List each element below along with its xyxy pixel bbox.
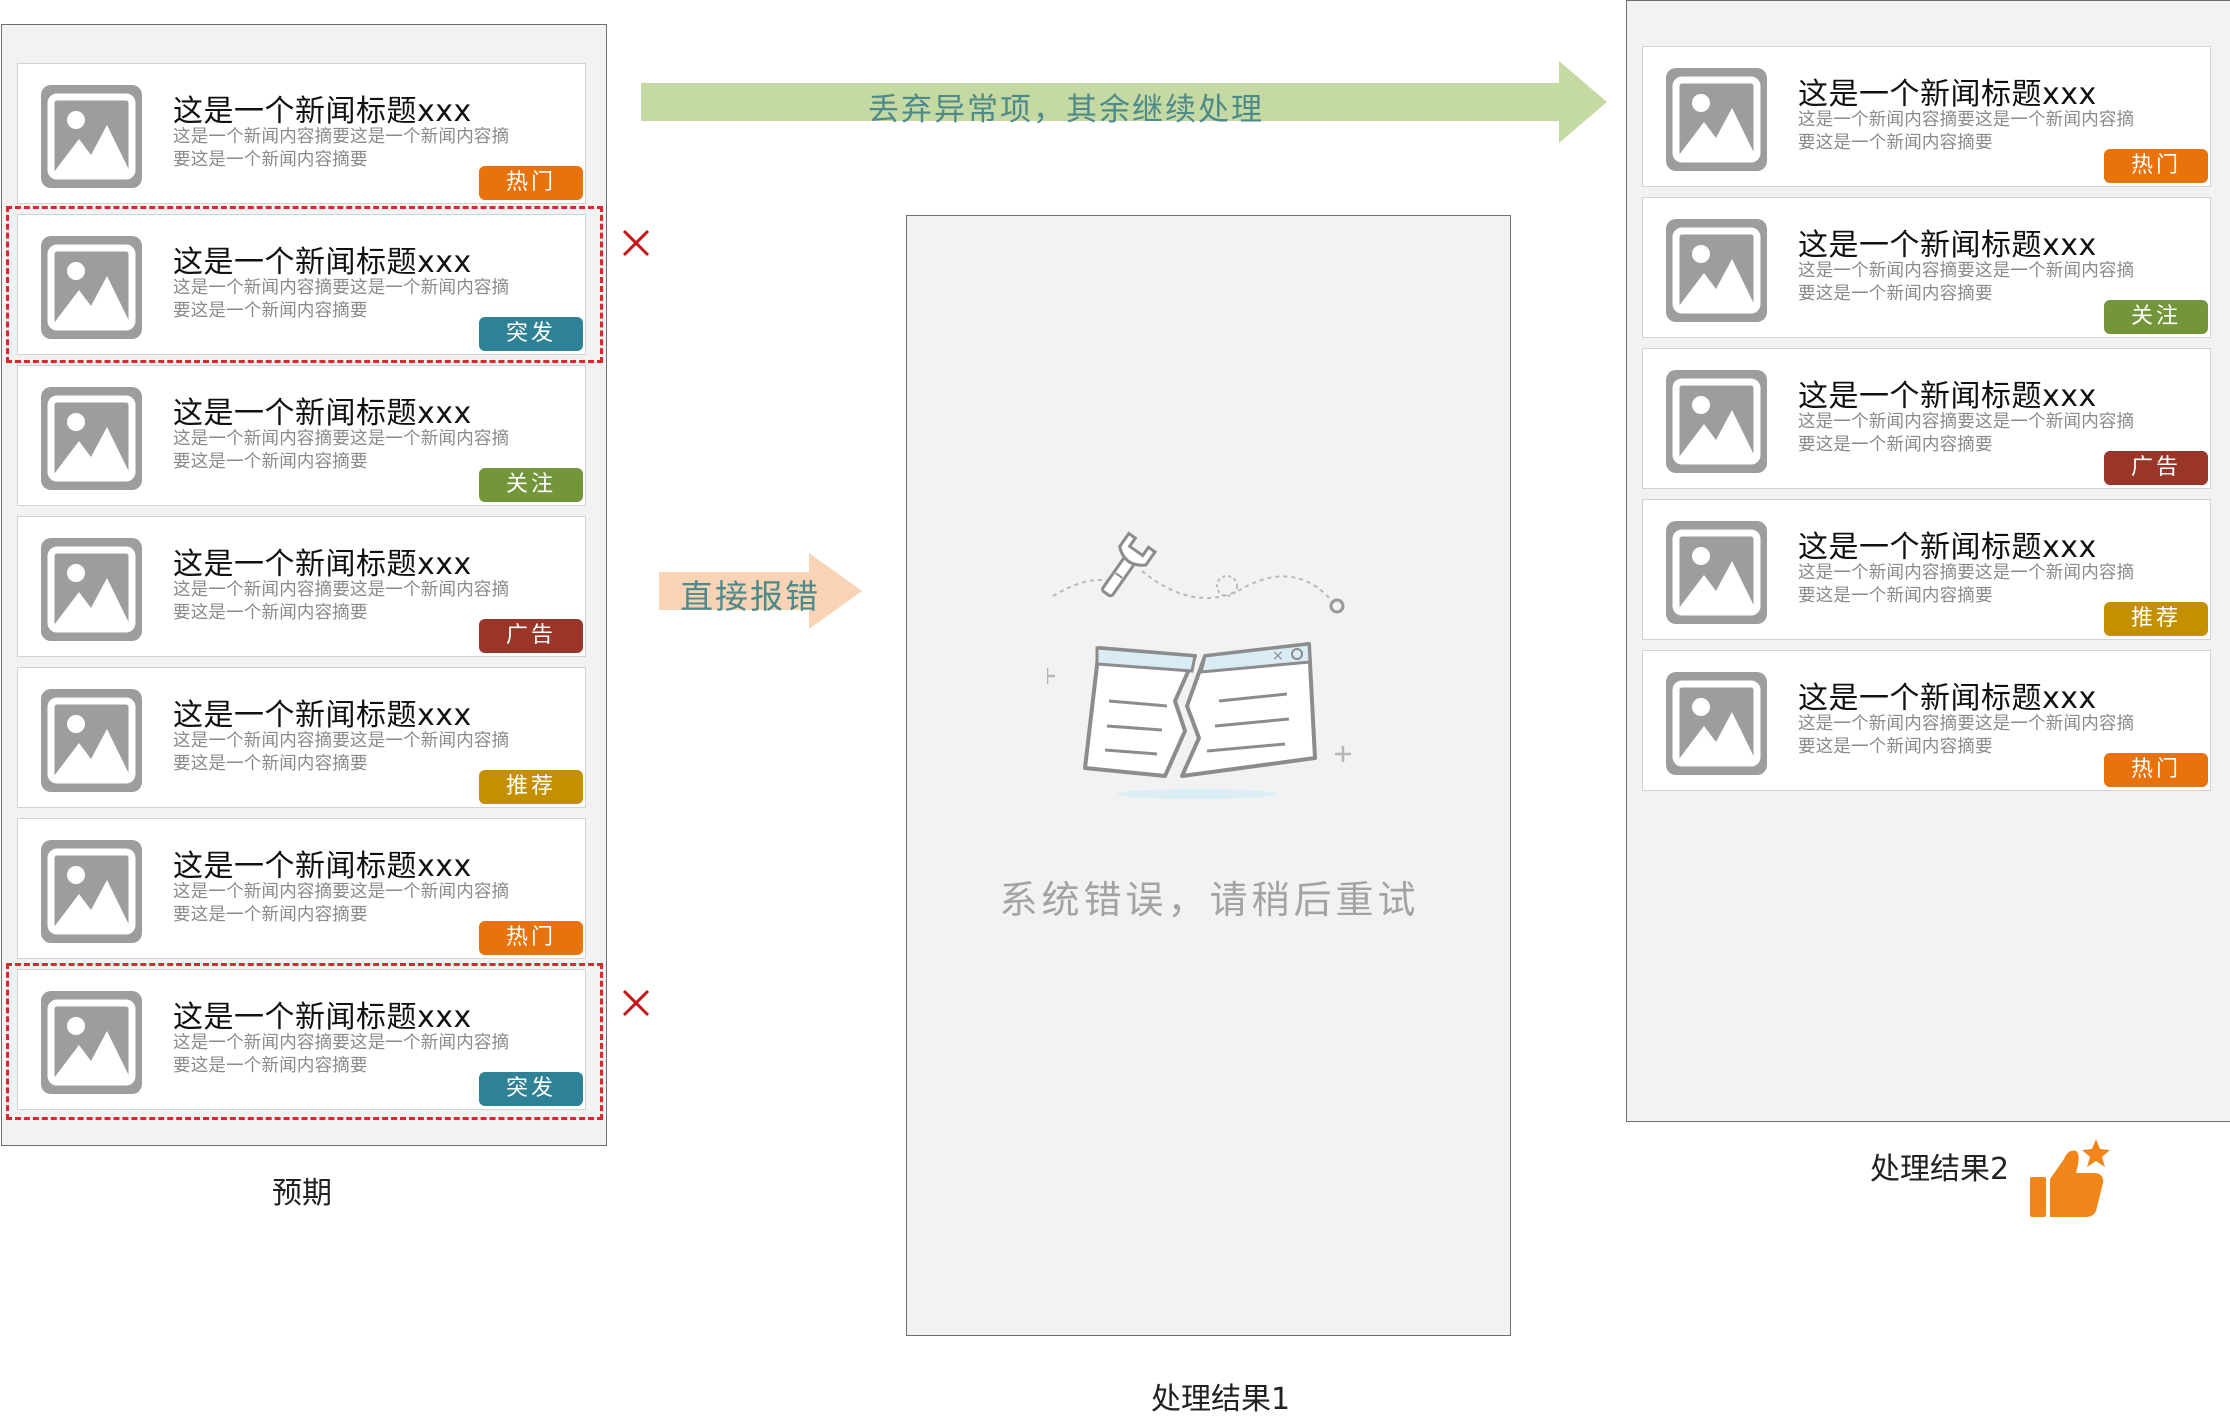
result1-caption: 处理结果1 — [1151, 1382, 1291, 1417]
news-summary: 这是一个新闻内容摘要这是一个新闻内容摘要这是一个新闻内容摘要 — [173, 278, 510, 321]
news-title: 这是一个新闻标题xxx — [173, 396, 472, 431]
news-tag: 广告 — [479, 619, 583, 653]
news-summary: 这是一个新闻内容摘要这是一个新闻内容摘要这是一个新闻内容摘要 — [1798, 261, 2135, 304]
news-tag: 关注 — [479, 468, 583, 502]
image-placeholder-icon — [41, 840, 142, 943]
thumbs-up-star-icon — [2030, 1139, 2110, 1217]
broken-window-icon: × — [1047, 531, 1351, 799]
result2-caption: 处理结果2 — [1870, 1152, 2010, 1187]
news-title: 这是一个新闻标题xxx — [1798, 228, 2097, 263]
news-tag: 推荐 — [479, 770, 583, 804]
news-summary: 这是一个新闻内容摘要这是一个新闻内容摘要这是一个新闻内容摘要 — [173, 1033, 510, 1076]
news-title: 这是一个新闻标题xxx — [173, 94, 472, 129]
news-title: 这是一个新闻标题xxx — [173, 547, 472, 582]
news-summary: 这是一个新闻内容摘要这是一个新闻内容摘要这是一个新闻内容摘要 — [173, 429, 510, 472]
image-placeholder-icon — [1666, 521, 1767, 624]
rejected-item-box — [6, 206, 603, 363]
rejected-item-box — [6, 963, 603, 1120]
result1-panel: × 系统错误，请稍后重试 — [906, 215, 1511, 1336]
image-placeholder-icon — [1666, 370, 1767, 473]
image-placeholder-icon — [41, 991, 142, 1094]
error-message: 系统错误，请稍后重试 — [999, 878, 1420, 922]
news-title: 这是一个新闻标题xxx — [173, 1000, 472, 1035]
news-title: 这是一个新闻标题xxx — [1798, 379, 2097, 414]
image-placeholder-icon — [1666, 219, 1767, 322]
news-title: 这是一个新闻标题xxx — [1798, 681, 2097, 716]
news-tag: 热门 — [2104, 753, 2208, 787]
news-summary: 这是一个新闻内容摘要这是一个新闻内容摘要这是一个新闻内容摘要 — [173, 882, 510, 925]
svg-text:×: × — [1272, 648, 1284, 664]
news-title: 这是一个新闻标题xxx — [173, 698, 472, 733]
news-tag: 热门 — [479, 166, 583, 200]
image-placeholder-icon — [41, 689, 142, 792]
image-placeholder-icon — [41, 387, 142, 490]
discard-arrow-label: 丢弃异常项，其余继续处理 — [868, 92, 1264, 128]
news-tag: 热门 — [479, 921, 583, 955]
news-summary: 这是一个新闻内容摘要这是一个新闻内容摘要这是一个新闻内容摘要 — [1798, 110, 2135, 153]
news-tag: 热门 — [2104, 149, 2208, 183]
news-tag: 广告 — [2104, 451, 2208, 485]
news-summary: 这是一个新闻内容摘要这是一个新闻内容摘要这是一个新闻内容摘要 — [1798, 563, 2135, 606]
image-placeholder-icon — [41, 85, 142, 188]
discard-arrow — [641, 61, 1607, 143]
news-summary: 这是一个新闻内容摘要这是一个新闻内容摘要这是一个新闻内容摘要 — [1798, 412, 2135, 455]
news-title: 这是一个新闻标题xxx — [1798, 77, 2097, 112]
news-tag: 突发 — [479, 1072, 583, 1106]
news-tag: 关注 — [2104, 300, 2208, 334]
image-placeholder-icon — [41, 538, 142, 641]
x-mark-icon — [622, 229, 650, 257]
news-summary: 这是一个新闻内容摘要这是一个新闻内容摘要这是一个新闻内容摘要 — [173, 580, 510, 623]
error-arrow-label: 直接报错 — [680, 577, 820, 616]
news-tag: 推荐 — [2104, 602, 2208, 636]
image-placeholder-icon — [41, 236, 142, 339]
news-summary: 这是一个新闻内容摘要这是一个新闻内容摘要这是一个新闻内容摘要 — [1798, 714, 2135, 757]
news-summary: 这是一个新闻内容摘要这是一个新闻内容摘要这是一个新闻内容摘要 — [173, 127, 510, 170]
news-title: 这是一个新闻标题xxx — [173, 245, 472, 280]
news-title: 这是一个新闻标题xxx — [1798, 530, 2097, 565]
image-placeholder-icon — [1666, 672, 1767, 775]
news-summary: 这是一个新闻内容摘要这是一个新闻内容摘要这是一个新闻内容摘要 — [173, 731, 510, 774]
expected-caption: 预期 — [272, 1176, 332, 1211]
x-mark-icon — [622, 989, 650, 1017]
news-tag: 突发 — [479, 317, 583, 351]
image-placeholder-icon — [1666, 68, 1767, 171]
news-title: 这是一个新闻标题xxx — [173, 849, 472, 884]
error-arrow — [659, 553, 862, 629]
